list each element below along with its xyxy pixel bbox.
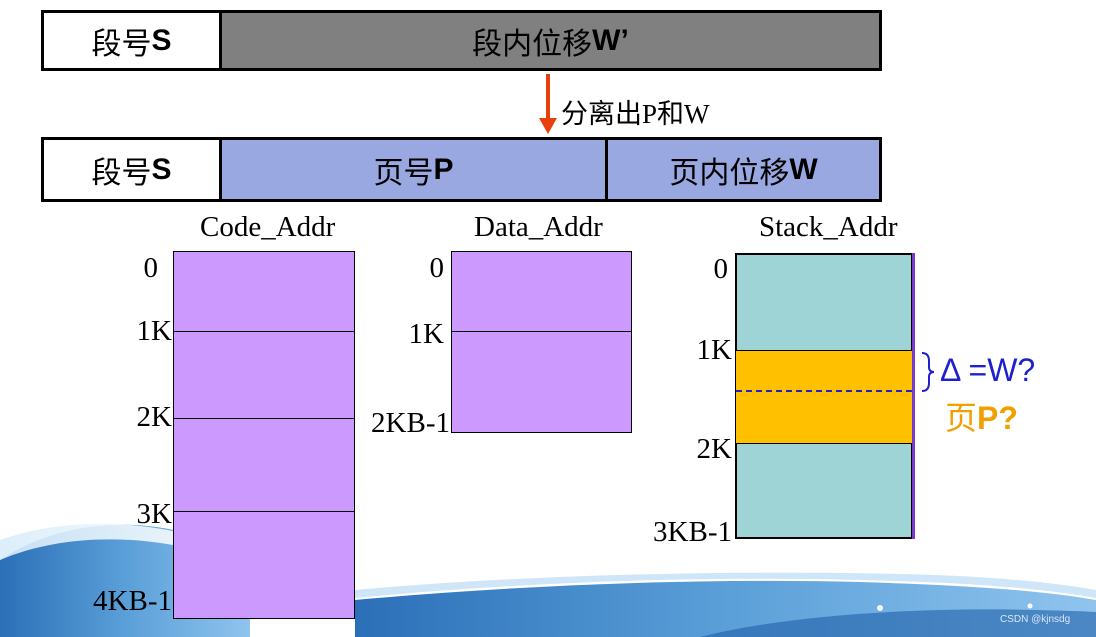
- code-segment-block: [173, 251, 355, 619]
- code-tick-end: 4KB-1: [93, 585, 172, 617]
- data-segment-block: [451, 251, 632, 433]
- stack-offset-dashed-line: [736, 390, 912, 392]
- delta-label: Δ =W?: [940, 352, 1036, 388]
- top-segment-prefix: 段号: [91, 26, 152, 62]
- code-tick-1k: 1K: [136, 315, 172, 347]
- stack-segment-edge: [912, 253, 915, 539]
- bottom-segment-var: S: [151, 152, 172, 186]
- stack-tick-1k: 1K: [696, 334, 732, 366]
- code-tick-3k: 3K: [136, 498, 172, 530]
- stack-tick-end: 3KB-1: [653, 516, 732, 548]
- code-divider-3k: [173, 511, 355, 512]
- right-brace-icon: [921, 352, 935, 392]
- code-tick-0: 0: [143, 252, 159, 284]
- bottom-segment-prefix: 段号: [91, 155, 152, 191]
- bottom-offset-prefix: 页内位移: [669, 155, 790, 191]
- separate-label: 分离出P和W: [561, 99, 710, 129]
- bottom-page-prefix: 页号: [373, 155, 434, 191]
- data-tick-1k: 1K: [408, 318, 444, 350]
- code-divider-1k: [173, 331, 355, 332]
- data-segment-title: Data_Addr: [474, 211, 603, 243]
- bottom-page-var: P: [433, 152, 454, 186]
- stack-highlight-page: [736, 350, 912, 444]
- data-divider-1k: [451, 331, 632, 332]
- stack-tick-0: 0: [713, 253, 729, 285]
- data-tick-0: 0: [429, 252, 445, 284]
- stack-segment-title: Stack_Addr: [759, 211, 898, 243]
- top-segment-var: S: [151, 23, 172, 57]
- page-question-prefix: 页: [945, 399, 978, 437]
- bottom-offset-var: W: [789, 152, 818, 186]
- code-tick-2k: 2K: [136, 401, 172, 433]
- code-segment-title: Code_Addr: [200, 211, 336, 243]
- page-question-var: P?: [977, 400, 1018, 436]
- top-offset-prefix: 段内位移: [472, 26, 593, 62]
- watermark: CSDN @kjnsdg: [1000, 614, 1071, 625]
- stack-tick-2k: 2K: [696, 433, 732, 465]
- top-offset-var: W’: [592, 23, 629, 57]
- code-divider-2k: [173, 418, 355, 419]
- page-question-label: 页P?: [945, 393, 1018, 439]
- down-arrow-icon: [539, 74, 557, 134]
- data-tick-end: 2KB-1: [371, 407, 450, 439]
